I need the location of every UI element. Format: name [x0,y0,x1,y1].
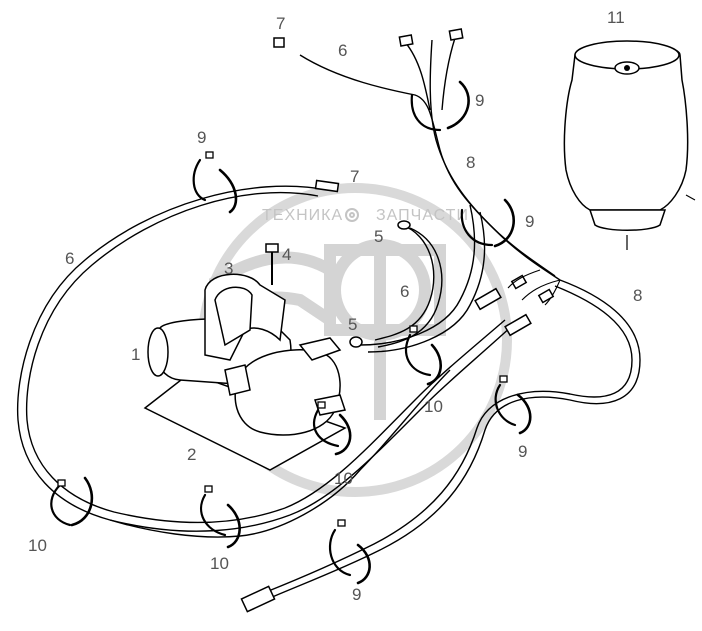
callout-7-top: 7 [276,14,285,33]
callout-6-left: 6 [65,249,74,268]
fitting-5-upper [397,220,411,230]
clip-10-mid [404,325,442,386]
callout-10-bottom: 10 [210,554,229,573]
wire-harness-top [273,28,561,353]
fitting-5-lower [349,336,363,348]
callout-7-middle: 7 [350,167,359,186]
clip-10-center [312,401,352,456]
connector-top-left [398,34,414,47]
callout-5-lower: 5 [348,315,357,334]
callout-3: 3 [224,259,233,278]
connector-mid [474,287,502,311]
watermark-text-right: ЗАПЧАСТИ [376,207,469,224]
callout-9-right-lower: 9 [518,442,527,461]
callout-2: 2 [187,445,196,464]
callout-6-middle: 6 [400,282,409,301]
callout-10-center: 10 [334,469,353,488]
air-spring [563,40,696,250]
callout-5-upper: 5 [374,227,383,246]
callout-9-mid-right: 9 [525,212,534,231]
callout-9-top-right: 9 [475,91,484,110]
callout-8-right: 8 [633,286,642,305]
callout-6-top: 6 [338,41,347,60]
wire-harness-right [240,269,641,613]
clip-10-bottom [199,485,241,549]
connector-right-a [510,274,528,290]
callout-1: 1 [131,345,140,364]
connector-bottom [240,585,276,613]
callout-10-mid: 10 [424,397,443,416]
clip-9-right-lower [494,375,532,435]
connector-top-small [273,37,285,48]
wire-harness-left [16,179,513,538]
callout-labels: 1 2 3 4 5 5 6 6 6 7 7 8 8 9 9 9 9 9 10 1… [28,8,642,604]
air-hose-middle [349,220,532,348]
watermark-text-left: ТЕХНИКА [262,207,343,224]
mounting-bracket [204,273,286,361]
connector-top-right [448,28,464,41]
clip-9-top-left [192,151,238,214]
callout-4: 4 [282,245,291,264]
callout-8-upper: 8 [466,153,475,172]
connector-mid-2 [504,313,532,337]
gear-icon [345,208,359,222]
clip-9-bottom [328,519,371,585]
callout-11: 11 [607,8,625,27]
wire-end-sleeve [314,179,340,193]
callout-9-bottom: 9 [352,585,361,604]
clip-10-left [50,476,94,527]
bolt [265,243,279,285]
callout-10-left: 10 [28,536,47,555]
callout-9-top-left: 9 [197,128,206,147]
connector-right-b [537,288,555,304]
clip-9-mid-right [460,198,515,248]
clip-9-top-right [410,80,470,132]
